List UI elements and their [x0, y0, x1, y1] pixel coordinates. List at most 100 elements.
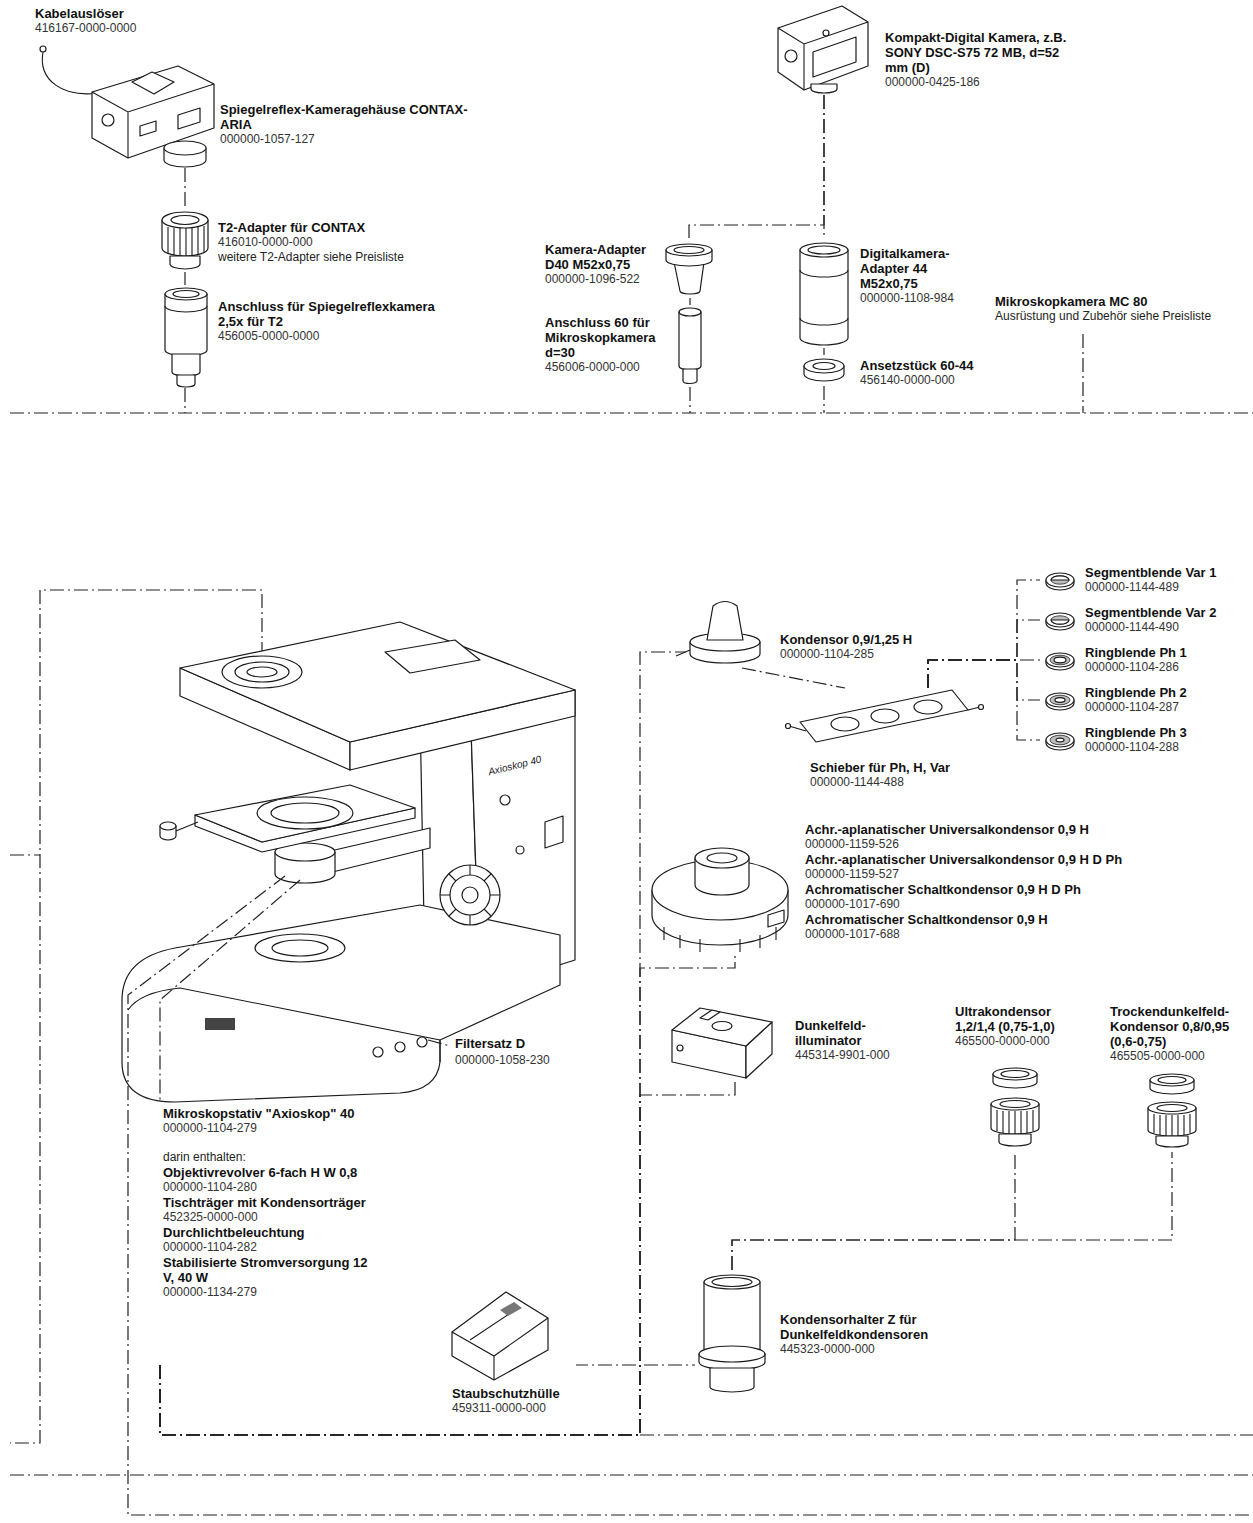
- text-stack: Kompakt-Digital Kamera, z.B. SONY DSC-S7…: [885, 30, 1085, 90]
- condenser-icon: [676, 650, 690, 656]
- annular-stop-icon: [1046, 653, 1074, 750]
- universal-condenser-icon: [707, 853, 737, 863]
- order-number: 000000-1058-230: [455, 1053, 550, 1068]
- order-number: 465500-0000-000: [955, 1034, 1090, 1049]
- part-entry: Mikroskopstativ "Axioskop" 40000000-1104…: [150, 1100, 402, 1365]
- darkfield-illuminator-icon: [700, 1010, 720, 1020]
- text-stack: Anschluss 60 für Mikroskopkamera d=30456…: [545, 315, 670, 375]
- part-entry: Spiegelreflex-Kameragehäuse CONTAX-ARIA0…: [83, 52, 483, 168]
- annular-stop-icon: [1054, 657, 1066, 663]
- darkfield-condenser-icon: [1148, 1074, 1196, 1147]
- connection-line: [128, 876, 1253, 1515]
- text-stack: Mikroskopstativ "Axioskop" 40000000-1104…: [163, 1106, 378, 1300]
- part-entry: Achr.-aplanatischer Universalkondensor 0…: [648, 815, 1178, 955]
- t2-adapter-icon: [170, 256, 200, 269]
- order-number: 000000-1134-279: [163, 1285, 378, 1300]
- connection-line: [184, 168, 185, 208]
- annular-stop-icon: [1055, 698, 1065, 703]
- part-name: Achromatischer Schaltkondensor 0,9 H: [805, 912, 1175, 927]
- connection-line: [160, 1082, 735, 1435]
- microscope-stand-drawing: [545, 816, 563, 848]
- darkfield-condenser-icon: [1156, 1136, 1188, 1147]
- order-number: 456140-0000-000: [860, 373, 984, 388]
- order-number: 000000-1144-490: [1085, 620, 1247, 635]
- dust-cover-icon: [500, 1302, 522, 1316]
- connection-line: [689, 298, 690, 305]
- order-number: 000000-1104-288: [1085, 740, 1247, 755]
- microscope-stand-drawing: [271, 803, 339, 823]
- note-text: Ausrüstung und Zubehör siehe Preisliste: [995, 309, 1245, 324]
- digital-adapter-icon: [800, 243, 848, 257]
- darkfield-condenser-icon: [1148, 1102, 1196, 1114]
- part-name: Kompakt-Digital Kamera, z.B. SONY DSC-S7…: [885, 30, 1085, 75]
- text-stack: Anschluss für Spiegelreflexkamera 2,5x f…: [218, 299, 458, 344]
- universal-condenser-icon: [652, 848, 788, 952]
- universal-condenser-icon: [664, 927, 776, 952]
- segment-stop-icon: [1051, 576, 1069, 580]
- microscope-stand-drawing: [440, 865, 500, 925]
- continuation-line: [10, 334, 1253, 1475]
- order-number: 459311-0000-000: [452, 1401, 574, 1416]
- connection-line: [823, 95, 824, 238]
- microscope-stand-drawing: [373, 1047, 383, 1057]
- dust-cover-icon: [452, 1292, 548, 1380]
- darkfield-condenser-icon: [997, 1110, 1033, 1134]
- compact-camera-icon: [813, 37, 856, 77]
- slider-icon: [800, 690, 968, 742]
- slr-port-icon: [165, 294, 207, 356]
- slr-camera-icon: [102, 114, 114, 126]
- darkfield-illuminator-icon: [677, 1045, 683, 1051]
- order-number: 000000-1159-527: [805, 867, 1175, 882]
- darkfield-illuminator-icon: [672, 1008, 772, 1078]
- order-number: 456005-0000-0000: [218, 329, 458, 344]
- slr-camera-icon: [178, 108, 200, 129]
- part-name: Mikroskopkamera MC 80: [995, 294, 1245, 309]
- text-stack: Ultrakondensor 1,2/1,4 (0,75-1,0)465500-…: [955, 1004, 1090, 1049]
- part-name: Durchlichtbeleuchtung: [163, 1225, 378, 1240]
- part-name: Achromatischer Schaltkondensor 0,9 H D P…: [805, 882, 1175, 897]
- slr-camera-icon: [132, 72, 174, 94]
- microscope-stand-drawing: [122, 622, 575, 1102]
- text-stack: Kamera-Adapter D40 M52x0,75000000-1096-5…: [545, 242, 663, 287]
- continuation-line: [689, 387, 690, 413]
- label-slot: Filtersatz D: [455, 1034, 595, 1052]
- part-name: Kabelauslöser: [35, 6, 161, 21]
- dust-cover-icon: [452, 1312, 548, 1380]
- part-entry: Kamera-Adapter D40 M52x0,75000000-1096-5…: [543, 238, 715, 298]
- segment-stop-icon: [1051, 620, 1069, 624]
- universal-condenser-icon: [695, 848, 749, 868]
- text-stack: Spiegelreflex-Kameragehäuse CONTAX-ARIA0…: [220, 102, 470, 147]
- part-name: T2-Adapter für CONTAX: [218, 220, 480, 235]
- order-number: 000000-1057-127: [220, 132, 470, 147]
- connection-line: [160, 1365, 640, 1435]
- cable-release-icon: [42, 52, 100, 94]
- t2-adapter-icon: [168, 226, 204, 256]
- part-name: Dunkelfeld- illuminator: [795, 1018, 925, 1048]
- annular-stop-icon: [1050, 655, 1070, 665]
- text-stack: Staubschutzhülle459311-0000-000: [452, 1386, 574, 1416]
- note-text: weitere T2-Adapter siehe Preisliste: [218, 250, 480, 265]
- text-stack: Kabelauslöser416167-0000-0000: [35, 6, 161, 36]
- order-number: 000000-1104-285: [780, 647, 920, 662]
- compact-camera-icon: [811, 84, 837, 93]
- connection-line: [928, 580, 1040, 688]
- connection-line: [928, 620, 1040, 688]
- part-name: Ansetzstück 60-44: [860, 358, 984, 373]
- microscope-stand-drawing: [255, 934, 345, 962]
- text-stack: Ringblende Ph 3000000-1104-288: [1085, 725, 1247, 755]
- part-entry: Kondensor 0,9/1,25 H000000-1104-285: [686, 596, 922, 668]
- part-name: Ringblende Ph 1: [1085, 645, 1247, 660]
- segment-stop-icon: [1051, 616, 1069, 624]
- universal-condenser-icon: [768, 910, 784, 927]
- condenser-icon: [707, 602, 743, 641]
- compact-camera-icon: [778, 6, 868, 93]
- microscope-stand-drawing: [440, 865, 500, 925]
- text-stack: Ringblende Ph 1000000-1104-286: [1085, 645, 1247, 675]
- microscope-stand-drawing: [122, 905, 560, 1102]
- part-name: Anschluss für Spiegelreflexkamera 2,5x f…: [218, 299, 458, 329]
- order-number: 000000-1104-280: [163, 1180, 378, 1195]
- slr-port-icon: [165, 306, 207, 312]
- slr-port-icon: [177, 375, 195, 387]
- microscope-stand-drawing: [128, 988, 440, 1062]
